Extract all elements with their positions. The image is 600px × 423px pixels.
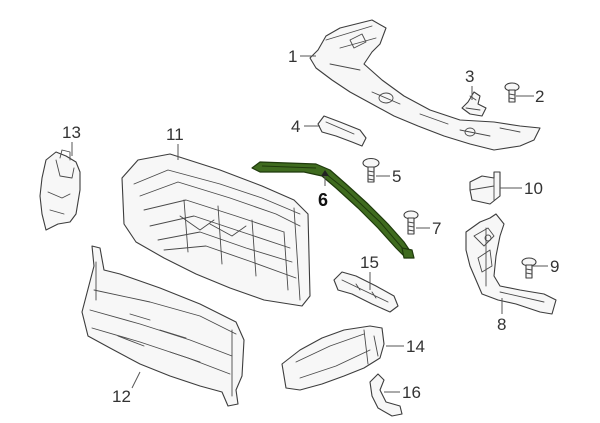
part-5-bolt	[362, 157, 380, 183]
part-16-clip	[369, 373, 403, 417]
callout-13: 13	[62, 123, 81, 142]
callout-11: 11	[166, 125, 184, 144]
part-12-lower-duct	[81, 245, 245, 407]
part-6-strut-highlighted	[251, 161, 415, 259]
callout-1: 1	[288, 47, 297, 66]
part-3-clip	[461, 91, 487, 117]
callout-15: 15	[360, 253, 379, 272]
part-8-side-bracket	[465, 213, 557, 315]
part-4-bracket	[317, 115, 367, 147]
callout-14: 14	[406, 337, 425, 356]
callout-12: 12	[112, 387, 131, 406]
callout-labels: 1 2 3 4 5 6 7 8 9 10 11 12 13 14 15 16	[62, 47, 559, 406]
callout-7: 7	[432, 219, 441, 238]
callout-9: 9	[550, 257, 559, 276]
part-1-upper-carrier	[309, 19, 541, 151]
part-10-cover	[469, 171, 501, 205]
callout-2: 2	[535, 87, 544, 106]
part-14-duct-piece	[281, 325, 385, 391]
callout-3: 3	[465, 67, 474, 86]
callout-16: 16	[402, 383, 421, 402]
leader-lines	[71, 55, 548, 393]
callout-5: 5	[392, 167, 401, 186]
part-13-left-bracket	[39, 149, 81, 231]
callout-6: 6	[318, 190, 328, 210]
callout-8: 8	[497, 315, 506, 334]
part-15-bracket	[333, 271, 399, 313]
part-7-bolt	[403, 210, 419, 235]
part-9-bolt	[521, 257, 537, 279]
arrow-6-icon	[321, 170, 329, 176]
part-2-bolt	[504, 82, 520, 103]
callout-4: 4	[291, 117, 300, 136]
part-11-grille-frame	[121, 153, 311, 307]
callout-10: 10	[524, 179, 543, 198]
